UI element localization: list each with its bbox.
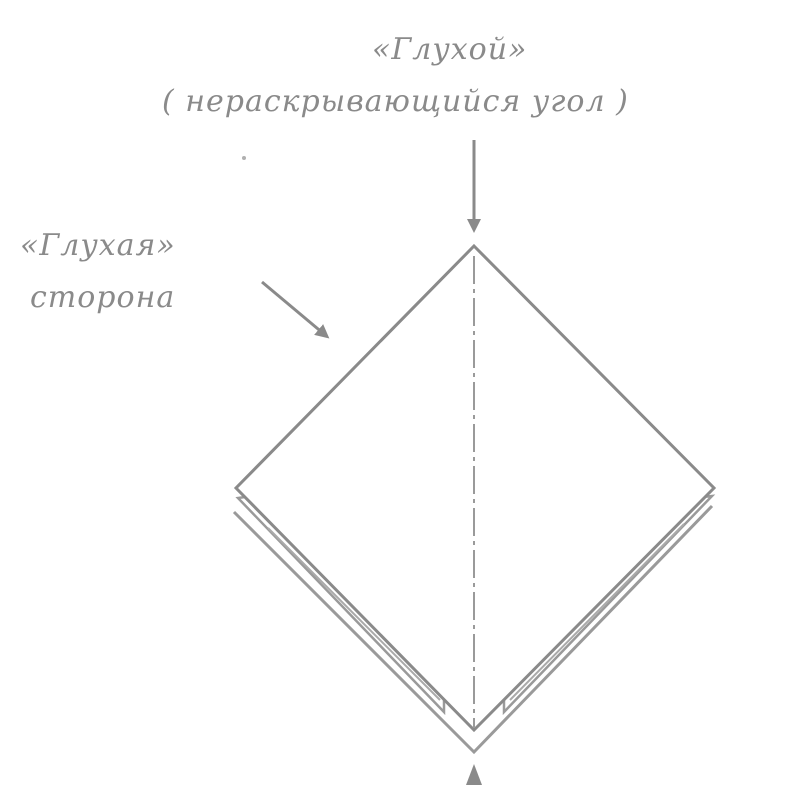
side-arrow: [261, 280, 330, 339]
closed-corner-label: «Глухой»: [372, 32, 528, 67]
right-flap-crease: [509, 523, 685, 701]
bottom-arrow-icon: [466, 764, 482, 785]
closed-side-label: «Глухая»: [20, 228, 176, 263]
back-layer-outline: [232, 504, 714, 755]
closed-side-word: сторона: [30, 280, 176, 315]
left-flap-crease: [267, 527, 441, 701]
closed-corner-note: ( нераскрывающийся угол ): [162, 84, 629, 119]
ink-speck: [242, 156, 246, 160]
